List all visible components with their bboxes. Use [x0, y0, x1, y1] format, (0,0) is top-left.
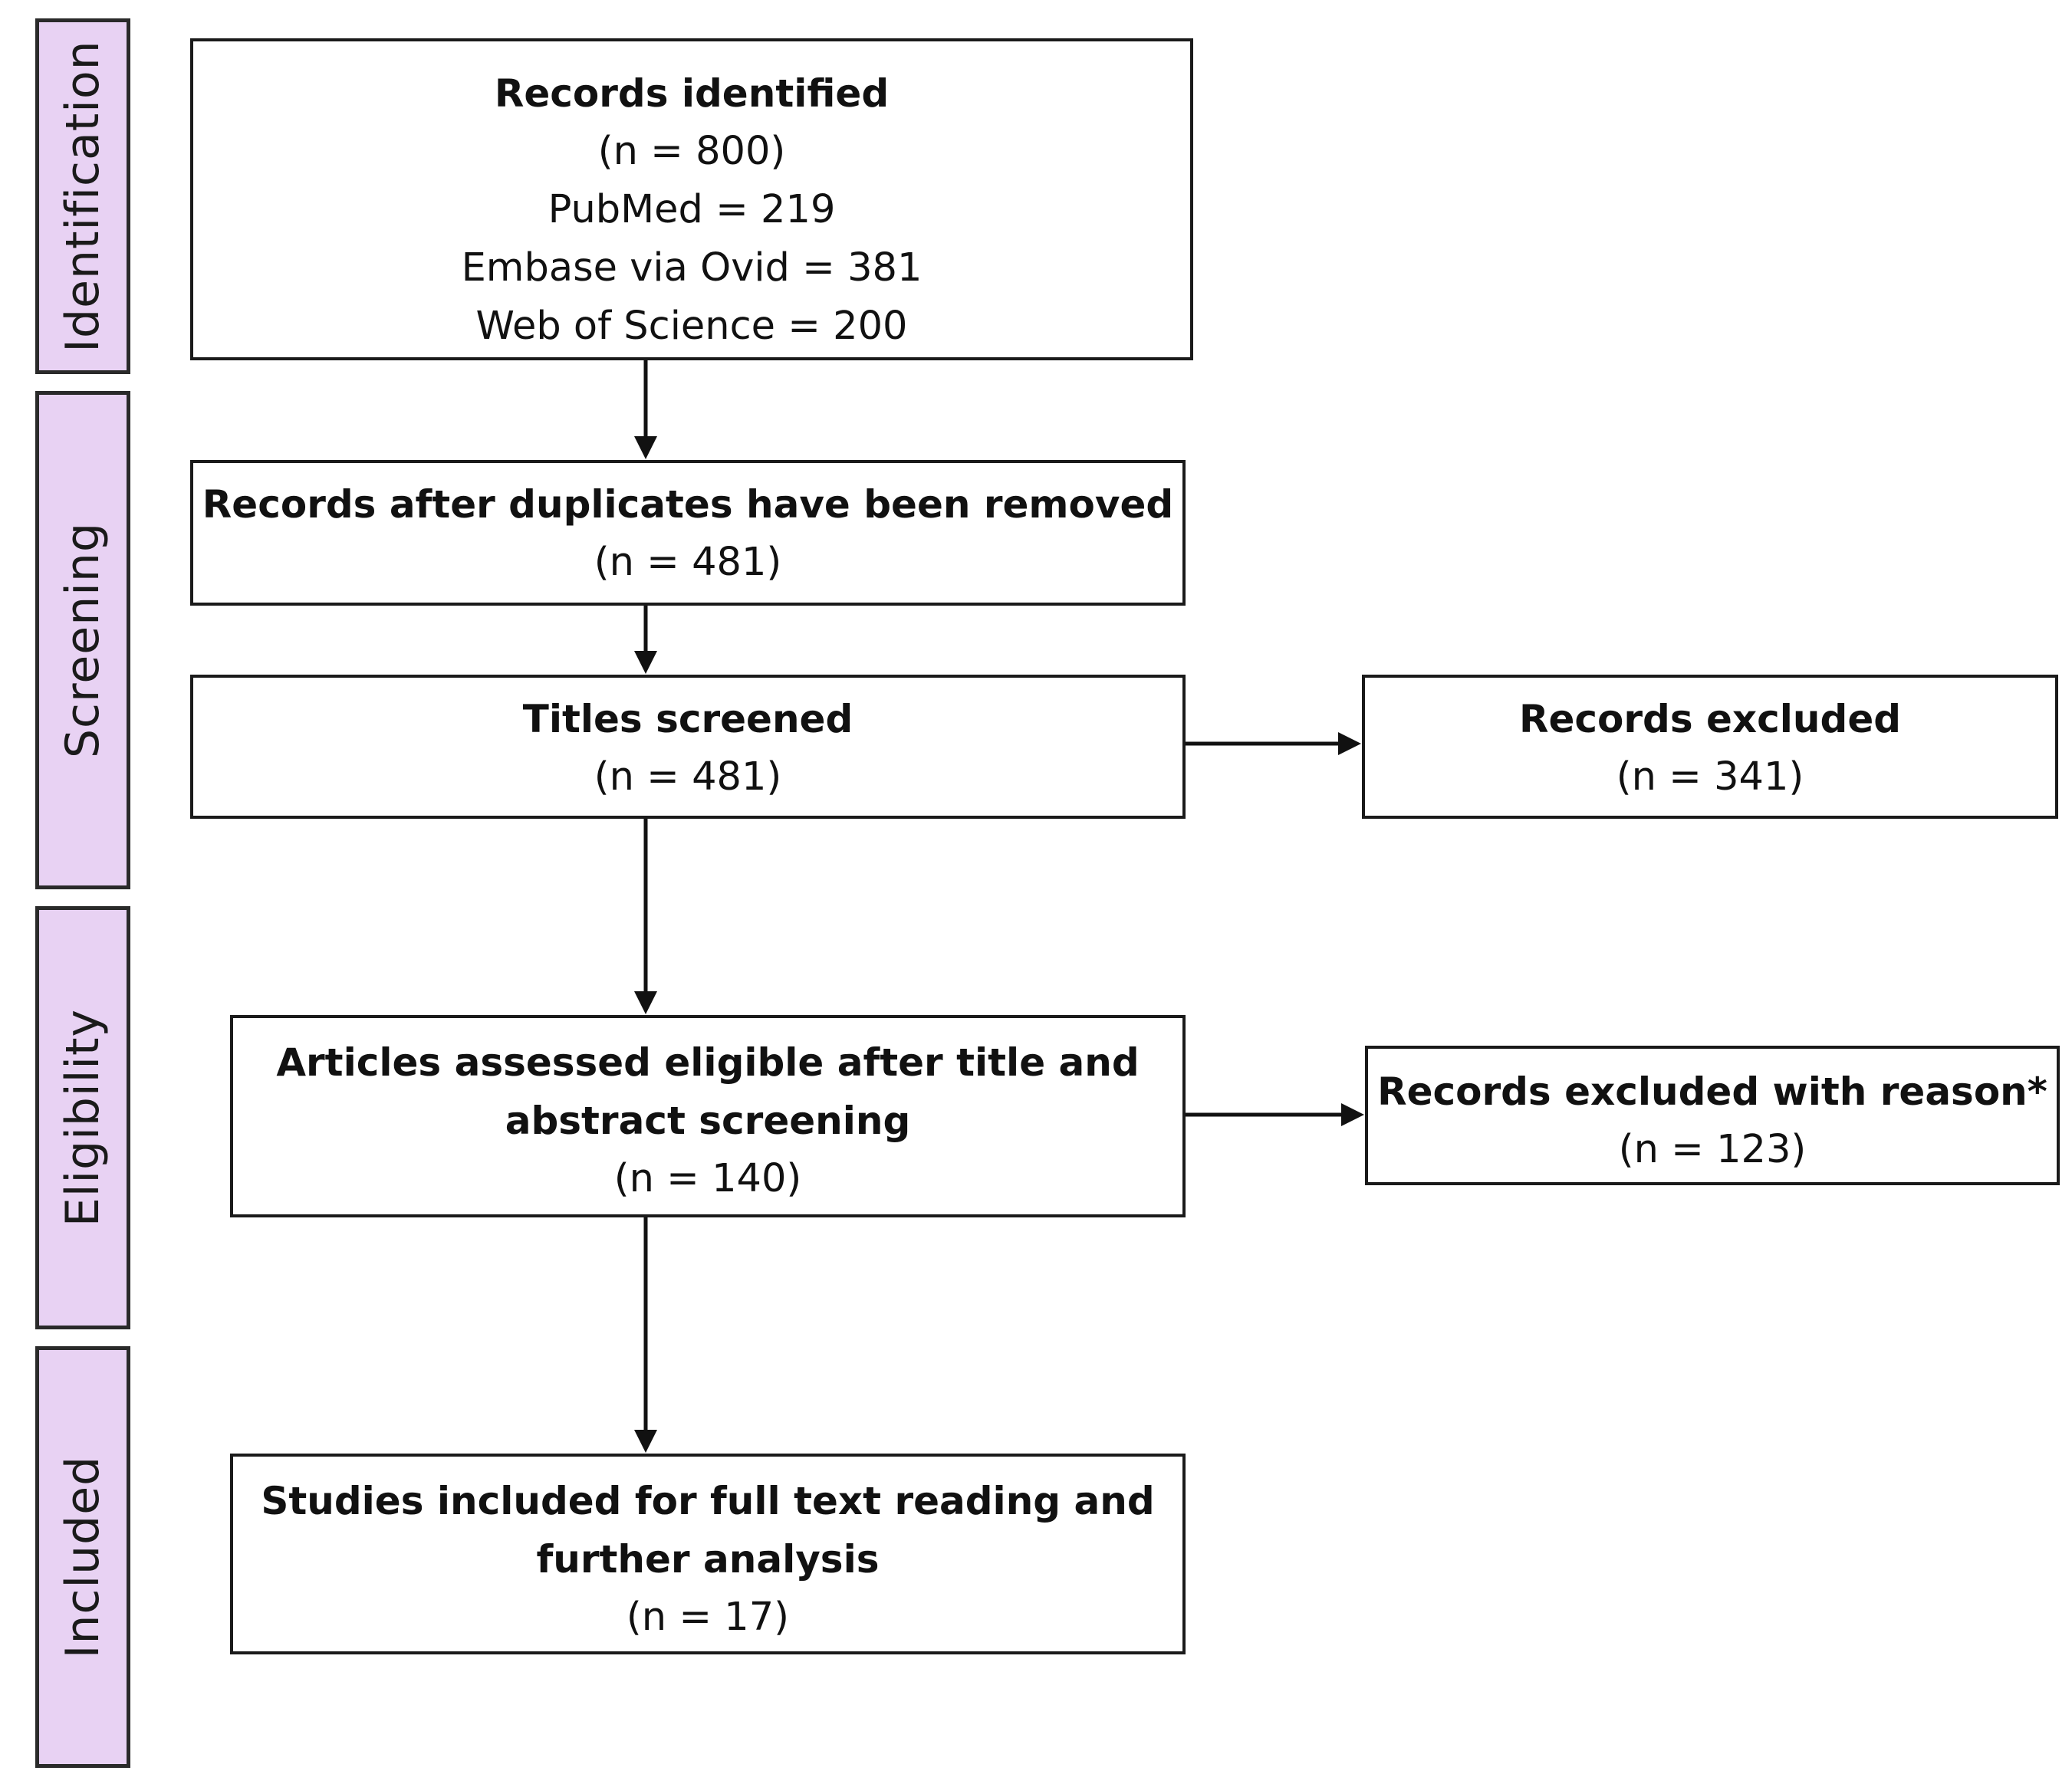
excluded-with-reason-title: Records excluded with reason* — [1377, 1069, 2047, 1114]
titles-screened-title: Titles screened — [522, 697, 853, 741]
after-duplicates-title: Records after duplicates have been remov… — [202, 482, 1174, 527]
records-identified-title: Records identified — [494, 71, 890, 116]
box-after-duplicates: Records after duplicates have been remov… — [190, 460, 1186, 606]
stage-label-eligibility: Eligibility — [35, 906, 130, 1329]
excluded-with-reason-count: (n = 123) — [1618, 1127, 1807, 1172]
titles-screened-count: (n = 481) — [594, 754, 782, 800]
records-identified-pubmed: PubMed = 219 — [548, 187, 836, 232]
records-identified-wos: Web of Science = 200 — [475, 304, 908, 349]
box-titles-screened: Titles screened (n = 481) — [190, 675, 1186, 819]
after-duplicates-count: (n = 481) — [594, 540, 782, 585]
records-identified-count: (n = 800) — [597, 129, 786, 174]
articles-eligible-title-line1: Articles assessed eligible after title a… — [276, 1040, 1140, 1085]
studies-included-title-line2: further analysis — [536, 1537, 880, 1582]
box-excluded-with-reason: Records excluded with reason* (n = 123) — [1365, 1046, 2060, 1185]
records-identified-embase: Embase via Ovid = 381 — [461, 245, 923, 291]
records-excluded-title: Records excluded — [1518, 697, 1902, 741]
studies-included-title-line1: Studies included for full text reading a… — [261, 1479, 1155, 1523]
stage-label-included-text: Included — [56, 1455, 110, 1659]
stage-label-screening-text: Screening — [56, 521, 110, 759]
articles-eligible-title-line2: abstract screening — [505, 1099, 911, 1143]
box-studies-included: Studies included for full text reading a… — [230, 1454, 1186, 1654]
box-records-excluded: Records excluded (n = 341) — [1362, 675, 2058, 819]
stage-label-identification-text: Identification — [56, 40, 110, 353]
stage-label-screening: Screening — [35, 391, 130, 889]
box-records-identified: Records identified (n = 800) PubMed = 21… — [190, 38, 1193, 360]
studies-included-count: (n = 17) — [626, 1595, 790, 1640]
stage-label-identification: Identification — [35, 18, 130, 374]
stage-label-eligibility-text: Eligibility — [56, 1008, 110, 1227]
articles-eligible-count: (n = 140) — [613, 1156, 802, 1201]
stage-label-included: Included — [35, 1346, 130, 1768]
records-excluded-count: (n = 341) — [1616, 754, 1804, 800]
box-articles-eligible: Articles assessed eligible after title a… — [230, 1015, 1186, 1217]
